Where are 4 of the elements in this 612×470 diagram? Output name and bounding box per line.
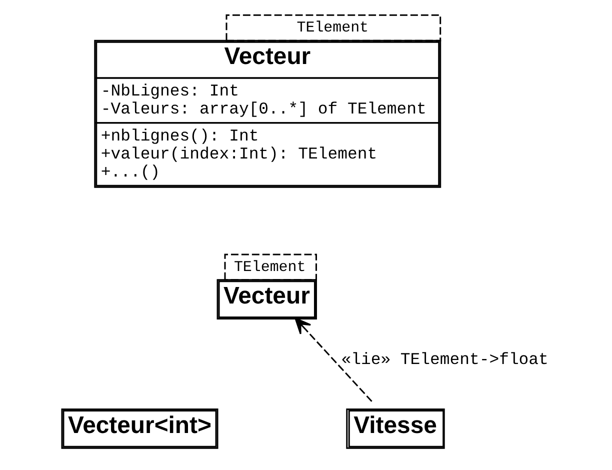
edge-label: «lie» TElement->float [340,350,548,370]
arrow [294,318,372,402]
node-label: TElement [296,20,368,37]
node-label: TElement [233,260,306,276]
